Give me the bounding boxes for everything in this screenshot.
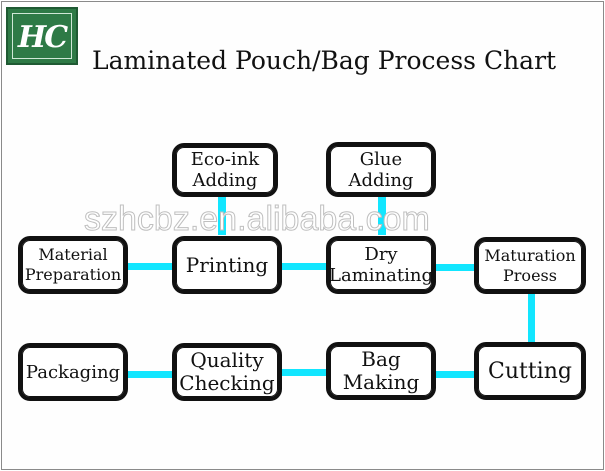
- step-label: Checking: [179, 371, 275, 395]
- step-eco-ink-adding: Eco-ink Adding: [172, 143, 278, 197]
- step-label: Material: [38, 245, 108, 264]
- step-label: Eco-ink: [190, 149, 260, 170]
- logo-text: HC: [12, 13, 72, 59]
- step-label: Adding: [192, 170, 258, 191]
- watermark-text: szhcbz.en.alibaba.com: [84, 200, 431, 239]
- step-label: Dry: [364, 244, 398, 265]
- connector-quality-packaging: [128, 371, 174, 378]
- step-label: Adding: [348, 169, 414, 191]
- step-glue-adding: Glue Adding: [326, 142, 436, 197]
- step-label: Maturation: [484, 245, 576, 265]
- step-label: Printing: [185, 252, 269, 277]
- step-label: Glue: [359, 148, 403, 170]
- company-logo: HC: [6, 7, 78, 65]
- connector-laminating-maturation: [436, 264, 476, 271]
- step-bag-making: Bag Making: [326, 342, 436, 400]
- step-label: Preparation: [24, 265, 122, 284]
- chart-title: Laminated Pouch/Bag Process Chart: [92, 46, 557, 75]
- connector-cutting-bagmaking: [434, 371, 476, 378]
- connector-printing-laminating: [280, 263, 328, 270]
- step-cutting: Cutting: [474, 342, 586, 400]
- step-material-preparation: Material Preparation: [18, 236, 128, 294]
- step-label: Bag: [361, 347, 401, 371]
- step-dry-laminating: Dry Laminating: [326, 236, 436, 294]
- connector-material-printing: [128, 263, 174, 270]
- connector-glue-laminating: [378, 195, 386, 235]
- connector-ecoink-printing: [218, 195, 226, 235]
- step-label: Making: [342, 370, 420, 394]
- step-label: Cutting: [488, 358, 572, 384]
- step-label: Laminating: [329, 265, 433, 286]
- step-label: Packaging: [25, 361, 121, 383]
- connector-bagmaking-quality: [280, 369, 328, 376]
- connector-maturation-cutting: [528, 292, 535, 342]
- step-label: Quality: [190, 348, 264, 372]
- step-quality-checking: Quality Checking: [172, 343, 282, 401]
- step-label: Proess: [503, 265, 557, 285]
- step-printing: Printing: [172, 236, 282, 294]
- step-maturation-proess: Maturation Proess: [474, 237, 586, 294]
- step-packaging: Packaging: [18, 343, 128, 401]
